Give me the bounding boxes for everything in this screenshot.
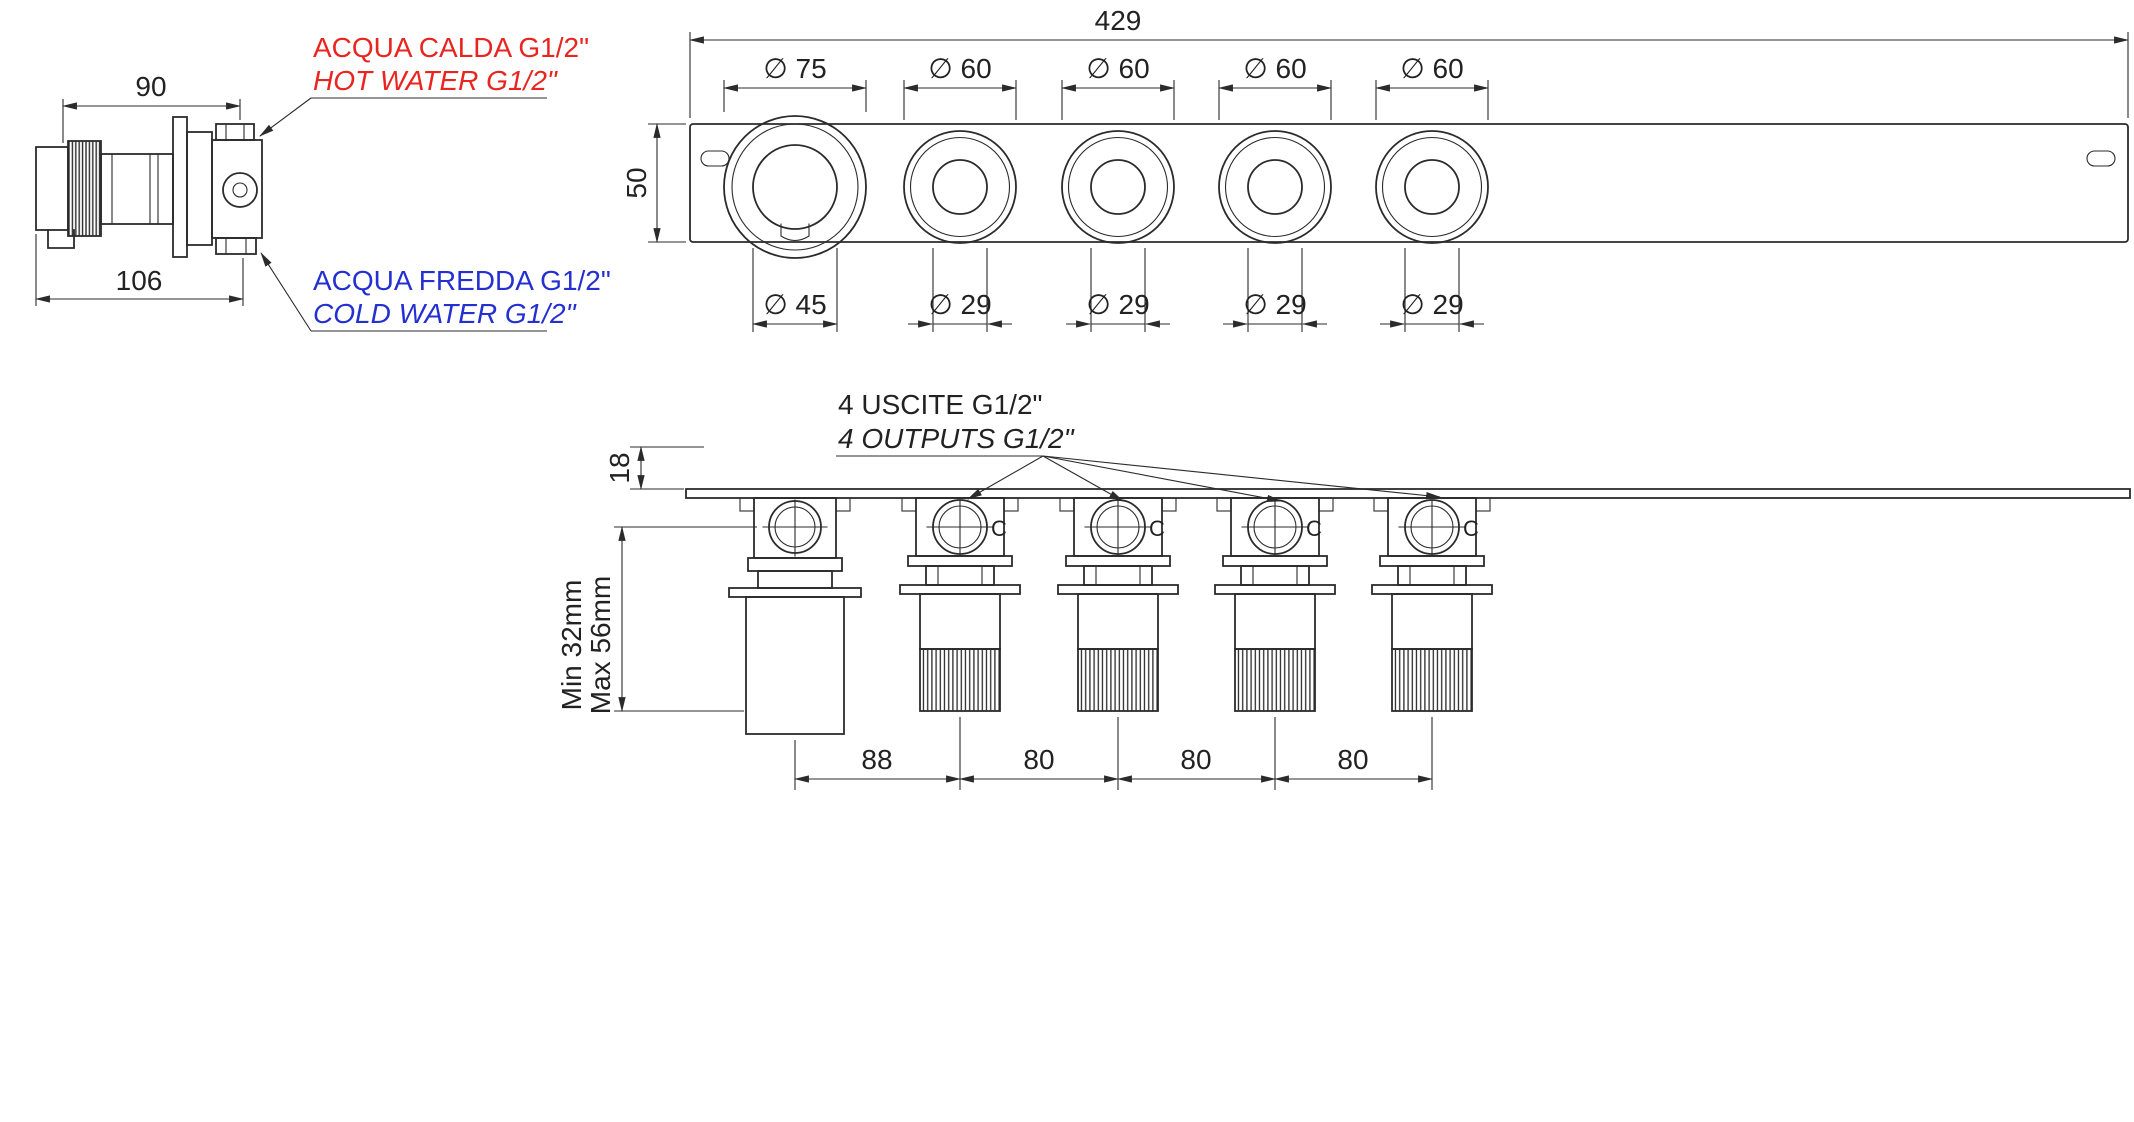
- cold-water-leader: [260, 252, 312, 332]
- outputs-label-it: 4 USCITE G1/2": [838, 389, 1042, 420]
- dim-d60-2-value: ∅ 60: [1086, 53, 1149, 84]
- dim-d45-value: ∅ 45: [763, 289, 826, 320]
- dim-90-value: 90: [135, 71, 166, 102]
- side-outlet-boss: [222, 172, 258, 208]
- mounting-slot-right: [2086, 150, 2116, 167]
- dim-diameter-60-1: ∅ 60: [902, 53, 1018, 120]
- volume-knob-3: [1218, 130, 1332, 244]
- volume-knob-1: [903, 130, 1017, 244]
- dim-diameter-60-4: ∅ 60: [1374, 53, 1490, 120]
- outputs-label: 4 USCITE G1/2" 4 OUTPUTS G1/2": [836, 389, 1442, 502]
- dim-d29-2-value: ∅ 29: [1086, 289, 1149, 320]
- cold-water-label: ACQUA FREDDA G1/2" COLD WATER G1/2": [260, 252, 611, 332]
- front-view: 429 50 ∅ 75 ∅ 60 ∅ 60: [621, 5, 2130, 332]
- dim-diameter-60-3: ∅ 60: [1217, 53, 1333, 120]
- thermostatic-assembly: [728, 497, 862, 735]
- outputs-label-en: 4 OUTPUTS G1/2": [838, 423, 1075, 454]
- hot-water-label-it: ACQUA CALDA G1/2": [313, 32, 589, 63]
- dim-max-value: Max 56mm: [585, 576, 616, 714]
- port-mark-1: C: [991, 516, 1007, 541]
- port-mark-4: C: [1463, 516, 1479, 541]
- bottom-view: C C C C 4 USCITE G1/2" 4 OUTPUTS G1/2" 1…: [556, 389, 2131, 790]
- dim-d60-4-value: ∅ 60: [1400, 53, 1463, 84]
- dim-diameter-60-2: ∅ 60: [1060, 53, 1176, 120]
- dim-18-value: 18: [604, 452, 635, 483]
- hot-inlet-port: [215, 123, 255, 141]
- dim-50: 50: [621, 122, 686, 244]
- side-view: 90 106 ACQUA CALDA G1/2" HOT WATER G1/2"…: [34, 32, 611, 332]
- dim-min-value: Min 32mm: [556, 580, 587, 711]
- dim-spacing-2-value: 80: [1023, 744, 1054, 775]
- dim-diameter-29-1: ∅ 29: [908, 248, 1012, 332]
- dim-d29-1-value: ∅ 29: [928, 289, 991, 320]
- cold-water-label-it: ACQUA FREDDA G1/2": [313, 265, 611, 296]
- dim-d29-3-value: ∅ 29: [1243, 289, 1306, 320]
- dim-d60-1-value: ∅ 60: [928, 53, 991, 84]
- dim-d75-value: ∅ 75: [763, 53, 826, 84]
- dim-429-value: 429: [1095, 5, 1142, 36]
- port-mark-2: C: [1149, 516, 1165, 541]
- dim-spacing-4-value: 80: [1337, 744, 1368, 775]
- dim-18: 18: [604, 445, 704, 491]
- mounting-plate: [689, 123, 2129, 243]
- dim-106-value: 106: [116, 265, 163, 296]
- safety-button: [780, 223, 810, 242]
- dim-spacing: 88 80 80 80: [793, 717, 1434, 790]
- dim-spacing-1-value: 88: [861, 744, 892, 775]
- thermostatic-handle-body: [745, 596, 845, 735]
- dim-90: 90: [61, 71, 242, 143]
- dim-429: 429: [688, 5, 2130, 118]
- mounting-slot-left: [700, 150, 730, 167]
- dim-spacing-3-value: 80: [1180, 744, 1211, 775]
- dim-d60-3-value: ∅ 60: [1243, 53, 1306, 84]
- dim-diameter-29-4: ∅ 29: [1380, 248, 1484, 332]
- dim-diameter-29-3: ∅ 29: [1223, 248, 1327, 332]
- thermostatic-knob: [723, 115, 867, 259]
- hot-water-label: ACQUA CALDA G1/2" HOT WATER G1/2": [259, 32, 589, 137]
- dim-diameter-45: ∅ 45: [751, 248, 839, 332]
- volume-knob-2: [1061, 130, 1175, 244]
- knurled-grip-side: [67, 140, 102, 237]
- cold-inlet-port: [215, 237, 257, 255]
- wall-plate-section: [172, 116, 188, 258]
- dim-diameter-29-2: ∅ 29: [1066, 248, 1170, 332]
- hot-water-leader: [259, 97, 312, 137]
- dim-diameter-75: ∅ 75: [722, 53, 868, 112]
- dim-106: 106: [34, 234, 245, 306]
- cold-water-label-en: COLD WATER G1/2": [313, 298, 577, 329]
- hot-water-label-en: HOT WATER G1/2": [313, 65, 558, 96]
- port-mark-3: C: [1306, 516, 1322, 541]
- dim-50-value: 50: [621, 167, 652, 198]
- valve-side-profile: [35, 116, 263, 258]
- volume-knob-4: [1375, 130, 1489, 244]
- dim-min-max: Min 32mm Max 56mm: [556, 525, 757, 714]
- dim-d29-4-value: ∅ 29: [1400, 289, 1463, 320]
